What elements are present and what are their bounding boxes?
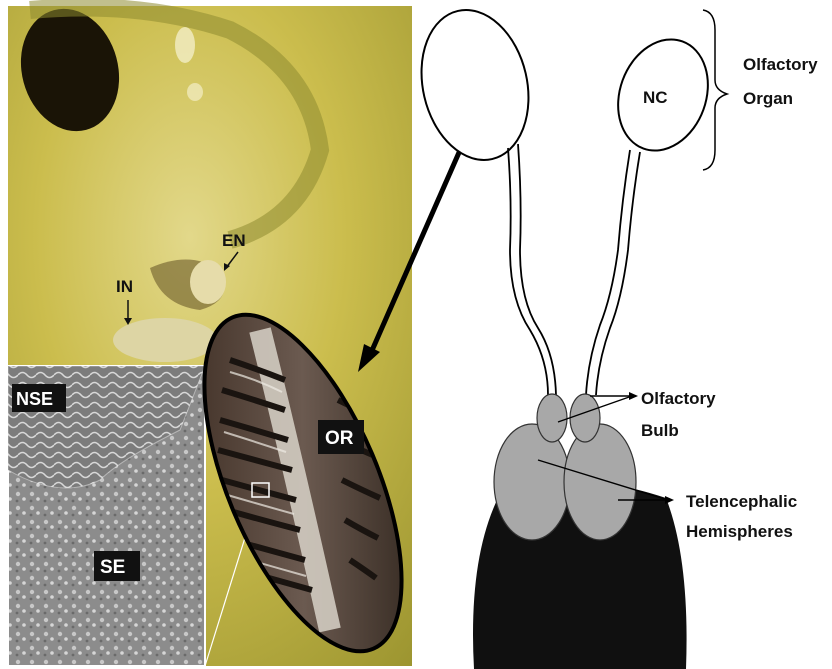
label-olfactory-organ-line1: Olfactory — [743, 55, 818, 74]
label-olfactory-bulb-line1: Olfactory — [641, 389, 716, 408]
label-olfactory-organ-line2: Organ — [743, 89, 793, 108]
label-nse: NSE — [16, 389, 53, 409]
telencephalic-hemisphere-left — [494, 424, 570, 540]
olfactory-bulb-right — [570, 394, 600, 442]
label-telencephalic-line1: Telencephalic — [686, 492, 797, 511]
telencephalic-hemisphere-right — [564, 424, 636, 540]
nasal-chamber-left — [407, 0, 543, 171]
label-in: IN — [116, 277, 133, 296]
diagram-panel: NC Olfactory Organ Olfactory Bulb — [358, 0, 818, 669]
label-telencephalic-line2: Hemispheres — [686, 522, 793, 541]
sem-inset: NSE SE — [8, 366, 205, 666]
label-en: EN — [222, 231, 246, 250]
label-nc: NC — [643, 88, 668, 107]
label-or: OR — [325, 428, 354, 449]
olfactory-bulb-left — [537, 394, 567, 442]
label-se: SE — [100, 557, 125, 578]
olfactory-nerve-left — [508, 144, 556, 395]
olfactory-nerve-right — [586, 150, 640, 395]
label-olfactory-bulb-line2: Bulb — [641, 421, 679, 440]
